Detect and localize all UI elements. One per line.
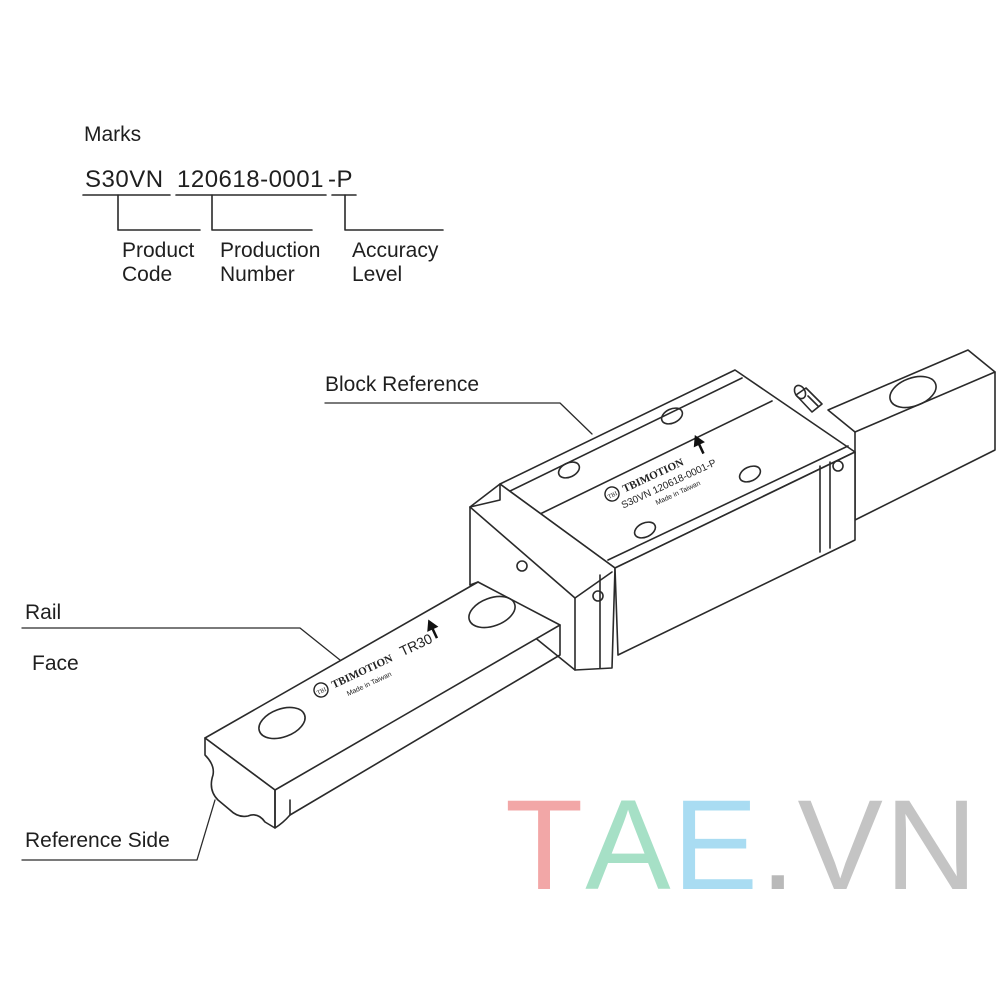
accuracy-level-label-2: Level xyxy=(352,263,403,286)
accuracy-suffix-value: -P xyxy=(328,166,353,193)
rail-front xyxy=(204,581,561,829)
rail-label: Rail xyxy=(25,601,62,624)
watermark-letter: N xyxy=(884,774,980,917)
watermark-letter: A xyxy=(585,774,673,917)
rail-logo-text: TBI xyxy=(316,687,327,697)
watermark: TAE.VN xyxy=(505,772,979,919)
watermark-letter: E xyxy=(672,774,760,917)
accuracy-level-label-1: Accuracy xyxy=(352,239,439,262)
watermark-letter: . xyxy=(759,774,798,917)
marks-leaders xyxy=(82,194,444,231)
watermark-letter: T xyxy=(505,774,586,917)
grease-nipple xyxy=(793,384,823,413)
rail-arrow-icon xyxy=(427,619,439,639)
block-tbi-logo-icon xyxy=(604,486,620,502)
production-number-label-1: Production xyxy=(220,239,321,262)
watermark-letter: V xyxy=(797,774,885,917)
production-number-value: 120618-0001 xyxy=(177,166,324,193)
reference-side-label: Reference Side xyxy=(25,829,170,852)
rail-tbi-logo-icon xyxy=(313,682,329,698)
block-logo-text: TBI xyxy=(607,491,618,501)
block-arrow-icon xyxy=(693,434,705,455)
marks-title: Marks xyxy=(84,123,142,146)
block-body xyxy=(469,369,856,671)
product-code-value: S30VN xyxy=(85,166,164,193)
production-number-label-2: Number xyxy=(220,263,295,286)
callout-leaders xyxy=(21,402,593,861)
block-reference-label: Block Reference xyxy=(325,373,480,396)
face-label: Face xyxy=(32,652,79,675)
product-code-label-1: Product xyxy=(122,239,195,262)
product-code-label-2: Code xyxy=(122,263,173,286)
rail-back xyxy=(827,349,996,521)
